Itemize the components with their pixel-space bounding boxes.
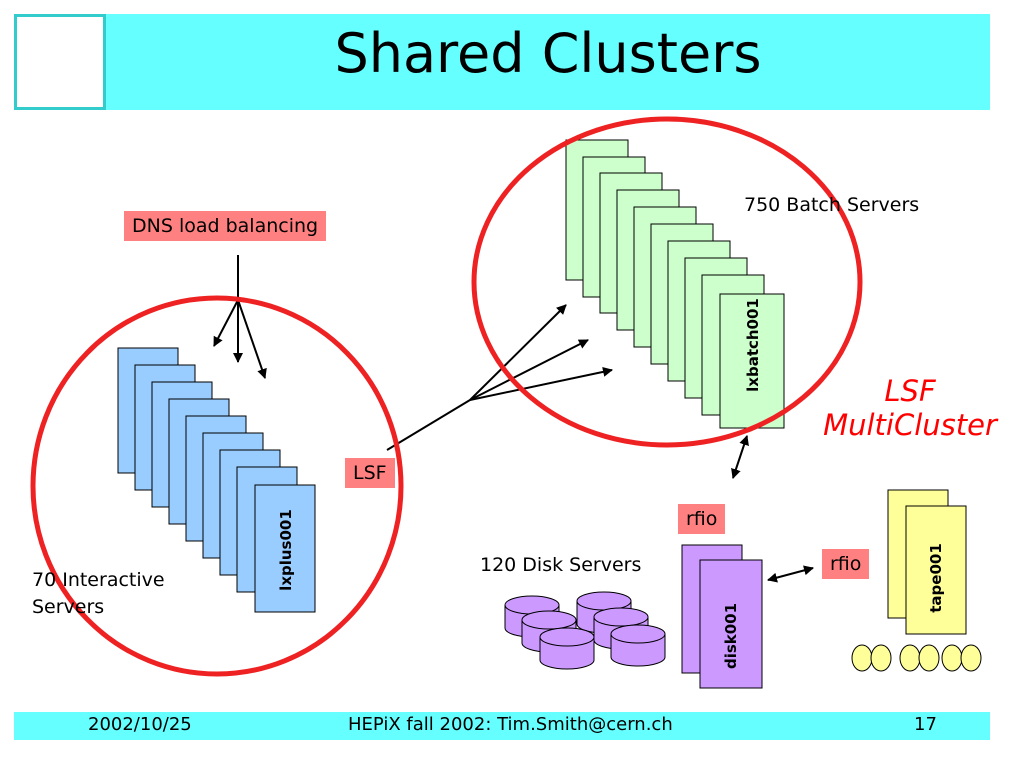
lsf-arrows [386,304,613,451]
batch-rfio-arrow [731,435,749,479]
footer-date: 2002/10/25 [88,714,192,735]
batch-cluster-circle [471,116,863,448]
tape-reels [851,644,982,672]
tape-server-name: tape001 [927,543,945,613]
disk-servers-label: 120 Disk Servers [480,554,642,576]
interactive-servers-label-line1: 70 Interactive [32,569,165,591]
batch-server-name: lxbatch001 [744,298,762,392]
interactive-cluster-circle [30,295,404,677]
rfio-disk-tag: rfio [678,504,726,534]
interactive-servers-label-line2: Servers [32,596,105,618]
title-bar [106,14,990,110]
batch-servers-label: 750 Batch Servers [744,194,920,216]
dns-load-balancing-tag: DNS load balancing [124,211,327,241]
footer-bar [14,712,990,740]
disk-server-stack: disk001 [681,544,763,689]
lsf-multicluster-line1: LSF [884,374,936,408]
rfio-tape-tag: rfio [822,549,870,579]
lsf-multicluster-line2: MultiCluster [823,408,997,442]
dns-arrows [213,255,267,379]
disk-server-name: disk001 [722,603,740,669]
slide-title: Shared Clusters [334,22,762,85]
interactive-server-stack: lxplus001 [117,347,316,613]
disk-cylinders [504,591,666,670]
lsf-tag: LSF [345,458,395,488]
title-logo-box [14,14,106,110]
lsf-multicluster-label: LSF MultiCluster [800,374,1020,442]
interactive-server-name: lxplus001 [277,509,295,591]
tape-server-stack: tape001 [887,489,967,635]
disk-tape-arrow [767,565,814,583]
batch-server-stack: lxbatch001 [565,139,785,429]
footer-page-number: 17 [914,714,937,735]
footer-center: HEPiX fall 2002: Tim.Smith@cern.ch [348,714,673,735]
